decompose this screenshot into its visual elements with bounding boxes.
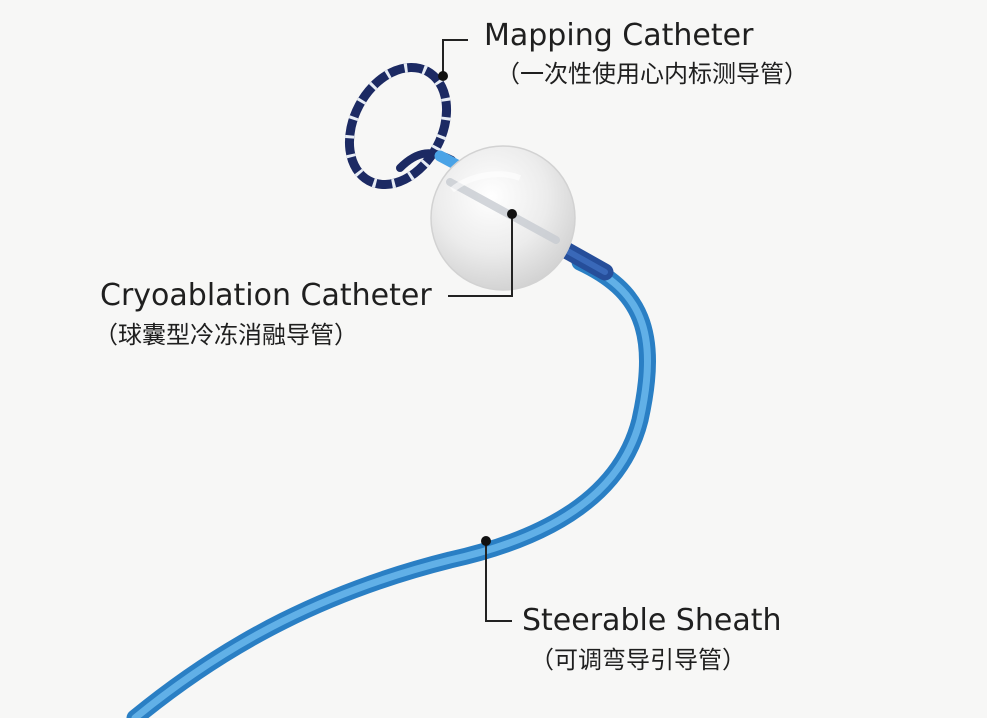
mapping-leader-line [442, 39, 468, 74]
cryo-balloon-inner-shaft [446, 178, 560, 244]
cryo-balloon-shine [450, 171, 522, 193]
cryoablation-catheter-label: Cryoablation Catheter [100, 278, 432, 313]
cryoablation-catheter-label-zh: （球囊型冷冻消融导管） [94, 321, 358, 349]
mapping-catheter-label: Mapping Catheter [484, 18, 754, 53]
cryo-leader-dot [507, 209, 517, 219]
mapping-catheter-label-zh: （一次性使用心内标测导管） [496, 60, 808, 88]
steerable-sheath-label: Steerable Sheath [522, 603, 782, 638]
sheath-leader-dot [481, 536, 491, 546]
cryo-balloon [430, 145, 576, 291]
cryo-leader-line [448, 214, 513, 297]
steerable-sheath-label-zh: （可调弯导引导管） [530, 646, 746, 674]
mapping-catheter-electrodes [344, 62, 452, 190]
steerable-sheath-highlight [131, 258, 651, 718]
mapping-leader-dot [438, 71, 448, 81]
sheath-leader-line [485, 542, 512, 622]
